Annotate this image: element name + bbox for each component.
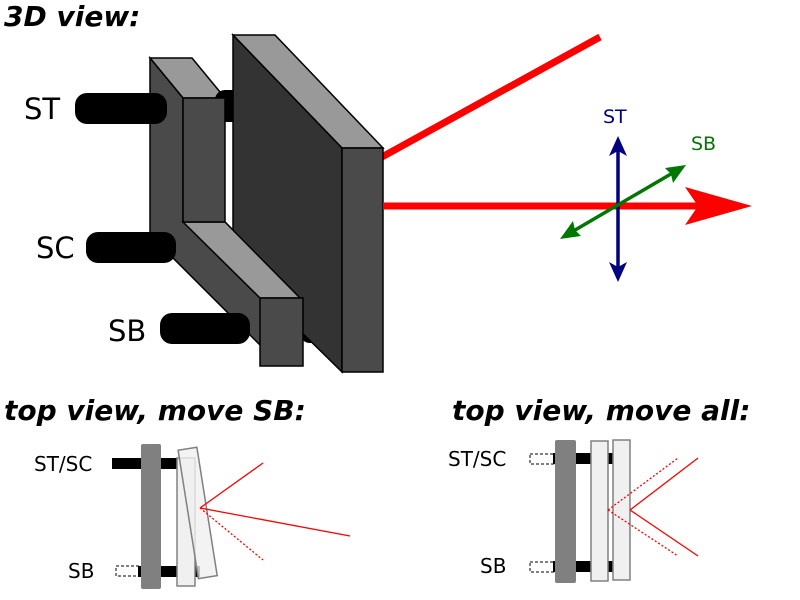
mirror-moved-b [612, 439, 631, 581]
top-view-move-all [529, 439, 699, 583]
screw-st-sc-top-b [553, 453, 613, 464]
screw-sb[interactable] [160, 313, 250, 344]
mirror-original-b [590, 440, 609, 582]
screw-st[interactable] [75, 93, 167, 124]
heading-top-view-move-all: top view, move all: [452, 394, 750, 427]
mount-plate-front [181, 97, 304, 367]
beam-transmitted [383, 187, 752, 225]
mirror-tilted-a [177, 446, 219, 580]
top-view-move-sb [112, 444, 351, 589]
label-st: ST [24, 92, 60, 126]
beam-reflected [378, 33, 602, 162]
top-a-lower-label: SB [68, 559, 94, 583]
mount-plate-top-a [141, 444, 161, 589]
st-axis-arrow [609, 136, 627, 282]
heading-top-view-move-sb: top view, move SB: [4, 394, 306, 427]
label-sc: SC [36, 231, 75, 265]
sb-axis-label: SB [691, 133, 716, 155]
sb-axis-arrow [560, 165, 686, 239]
top-b-upper-label: ST/SC [448, 447, 506, 471]
beam-arrowhead [685, 187, 752, 225]
st-axis-label: ST [603, 106, 627, 128]
top-b-lower-label: SB [480, 554, 506, 578]
label-sb: SB [108, 314, 146, 348]
heading-3d-view: 3D view: [4, 0, 140, 33]
screw-sb-top-b [553, 561, 613, 572]
screw-sb-top-a [138, 566, 200, 577]
screw-sc[interactable] [86, 232, 176, 263]
mount-plate-top-b [555, 440, 576, 583]
top-a-upper-label: ST/SC [34, 452, 92, 476]
